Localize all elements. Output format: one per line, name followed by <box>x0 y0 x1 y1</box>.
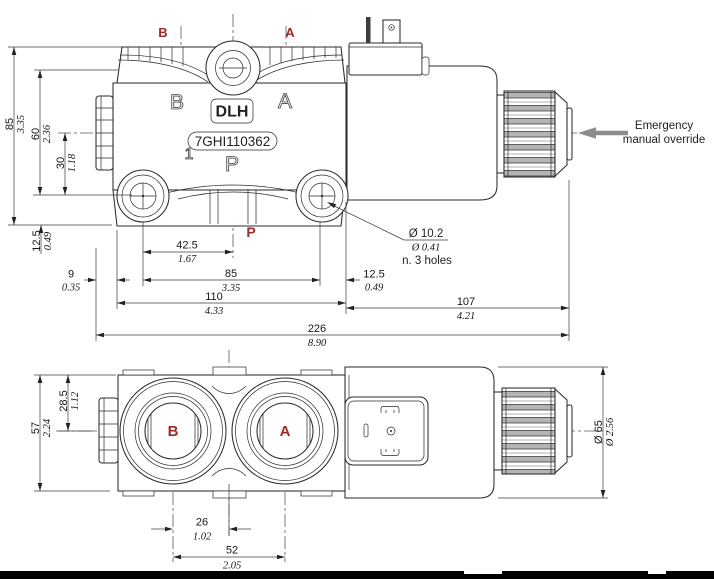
dim-9-in: 0.35 <box>62 283 80 294</box>
solenoid-front <box>344 366 495 499</box>
dim-26-mm: 26 <box>196 517 208 529</box>
holes-note: n. 3 holes <box>402 255 452 267</box>
valve-body-top: B A P 1 DLH 7GHI110362 <box>95 40 349 227</box>
holes-dia-in: Ø 0.41 <box>411 243 441 254</box>
dim-107-in: 4.21 <box>457 311 475 322</box>
dim-226-in: 8.90 <box>308 338 327 349</box>
dim-60h-in: 2.36 <box>42 124 53 143</box>
override-knob-top <box>496 90 573 178</box>
hex-fitting-top <box>95 95 114 171</box>
dim-26: 26 1.02 <box>151 484 251 543</box>
top-view-extension-lines <box>8 46 570 341</box>
dim-125-left-in: 0.49 <box>43 231 54 250</box>
port-label-p: P <box>246 224 255 240</box>
port-b-boss <box>119 377 227 485</box>
dim-110-in: 4.33 <box>205 306 223 317</box>
dim-30h: 30 1.18 <box>55 133 78 195</box>
serial-badge: 7GHI110362 <box>187 131 278 151</box>
hex-fitting-front <box>98 397 119 464</box>
dim-30h-in: 1.18 <box>67 153 78 172</box>
dim-125-right-in: 0.49 <box>365 283 384 294</box>
override-text-1: Emergency <box>635 120 693 132</box>
dim-57: 57 2.24 <box>30 375 53 491</box>
dim-285-in: 1.12 <box>70 391 81 410</box>
model-badge: DLH <box>210 98 254 124</box>
dim-52-mm: 52 <box>226 545 238 557</box>
dim-9-mm: 9 <box>68 269 74 281</box>
front-view-extension-lines <box>34 366 608 499</box>
engraved-port-a: A <box>278 90 292 113</box>
dim-110: 110 4.33 <box>117 291 346 317</box>
din-connector-front <box>344 396 429 466</box>
dim-110-mm: 110 <box>205 291 223 303</box>
dim-85w-in: 3.35 <box>221 283 240 294</box>
dim-125-right: 12.5 0.49 <box>346 269 385 294</box>
dim-285: 28.5 1.12 <box>58 375 81 431</box>
override-text-2: manual override <box>623 134 705 146</box>
override-knob-front <box>493 387 573 475</box>
port-t-boss <box>205 40 261 96</box>
holes-dia-mm: Ø 10.2 <box>409 228 444 240</box>
model-badge-text: DLH <box>216 104 249 121</box>
dim-85h-mm: 85 <box>4 118 16 130</box>
serial-badge-text: 7GHI110362 <box>195 134 271 149</box>
dim-425: 42.5 1.67 <box>143 240 233 265</box>
dim-226-mm: 226 <box>308 323 326 335</box>
dim-125-left: 12.5 0.49 <box>31 225 54 254</box>
dim-85w: 85 3.35 <box>143 268 320 294</box>
dim-226: 226 8.90 <box>96 323 569 349</box>
valve-body-front: B A <box>98 366 346 499</box>
dim-125-left-mm: 12.5 <box>31 230 43 251</box>
engraved-port-p: P <box>225 153 239 176</box>
dim-30h-mm: 30 <box>55 157 67 169</box>
dim-57-mm: 57 <box>30 422 42 434</box>
top-flange <box>116 40 346 96</box>
port-label-b: B <box>158 25 167 40</box>
dim-52-in: 2.05 <box>223 561 241 572</box>
solenoid-top <box>340 17 498 201</box>
dim-52: 52 2.05 <box>173 545 285 572</box>
dim-60h-mm: 60 <box>30 128 42 140</box>
dim-85h-in: 3.35 <box>16 115 27 134</box>
terminal-tab-icon <box>382 19 401 44</box>
dim-85w-mm: 85 <box>225 268 237 280</box>
front-port-label-a: A <box>280 423 291 440</box>
front-view: B A 57 2.24 28.5 1.12 26 1.02 <box>30 350 616 572</box>
dim-85h: 85 3.35 <box>4 47 27 225</box>
dim-60h: 60 2.36 <box>30 70 53 195</box>
port-hole-left <box>116 169 170 223</box>
override-arrow-icon <box>578 127 596 139</box>
dim-26-in: 1.02 <box>193 532 212 543</box>
front-port-label-b: B <box>168 423 179 440</box>
dim-125-right-mm: 12.5 <box>363 269 384 281</box>
dim-425-in: 1.67 <box>178 254 197 265</box>
dim-107-mm: 107 <box>457 296 475 308</box>
footer-bar <box>0 571 714 579</box>
override-callout: Emergency manual override <box>578 120 705 146</box>
holes-callout: Ø 10.2 Ø 0.41 n. 3 holes <box>327 202 452 267</box>
dim-65-mm: Ø 65 <box>593 420 605 444</box>
din-connector-top <box>348 17 430 76</box>
dim-57-in: 2.24 <box>42 418 53 437</box>
dim-9: 9 0.35 <box>62 269 130 294</box>
port-a-boss <box>231 377 339 485</box>
port-hole-right <box>295 169 349 223</box>
engraved-port-b: B <box>170 91 184 114</box>
dim-65-in: Ø 2.56 <box>605 417 616 447</box>
dim-65: Ø 65 Ø 2.56 <box>593 367 616 498</box>
engraved-spool-number: 1 <box>185 146 194 163</box>
top-view: B A P 1 DLH 7GHI110362 B A P Emergency m… <box>4 14 705 349</box>
dim-107: 107 4.21 <box>346 296 569 322</box>
port-label-a: A <box>285 25 295 40</box>
terminal-blade-icon <box>366 17 371 43</box>
bottom-flange <box>112 169 349 227</box>
dim-285-mm: 28.5 <box>58 390 70 411</box>
dim-425-mm: 42.5 <box>176 240 197 252</box>
